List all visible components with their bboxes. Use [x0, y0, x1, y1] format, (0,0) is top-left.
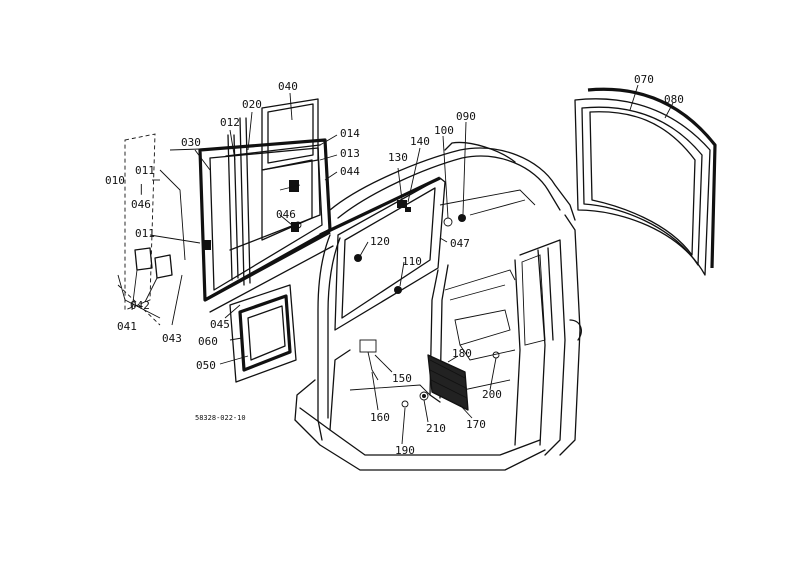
range-separator: | [138, 182, 145, 195]
callout-013: 013 [340, 147, 360, 160]
callout-140: 140 [410, 135, 430, 148]
callout-011-lower: 011 [135, 227, 155, 240]
callout-047: 047 [450, 237, 470, 250]
drawing-number: 58328-022-10 [195, 414, 246, 422]
callout-090: 090 [456, 110, 476, 123]
callout-200: 200 [482, 388, 502, 401]
callout-070: 070 [634, 73, 654, 86]
callout-011-upper: 011 [135, 164, 155, 177]
callout-210: 210 [426, 422, 446, 435]
callout-130: 130 [388, 151, 408, 164]
callout-120: 120 [370, 235, 390, 248]
callout-190: 190 [395, 444, 415, 457]
callout-044: 044 [340, 165, 360, 178]
callout-labels: 040 020 012 030 014 013 044 046 011 010 … [105, 73, 684, 457]
callout-012: 012 [220, 116, 240, 129]
callout-010: 010 [105, 174, 125, 187]
callout-046-lower: 046 [131, 198, 151, 211]
callout-050: 050 [196, 359, 216, 372]
callout-100: 100 [434, 124, 454, 137]
misc-parts [354, 200, 500, 411]
callout-046-upper: 046 [276, 208, 296, 221]
callout-045: 045 [210, 318, 230, 331]
callout-040: 040 [278, 80, 298, 93]
callout-060: 060 [198, 335, 218, 348]
callout-170: 170 [466, 418, 486, 431]
callout-080: 080 [664, 93, 684, 106]
callout-110: 110 [402, 255, 422, 268]
rear-windshield [574, 87, 717, 276]
callout-043: 043 [162, 332, 182, 345]
callout-014: 014 [340, 127, 360, 140]
callout-150: 150 [392, 372, 412, 385]
callout-030: 030 [181, 136, 201, 149]
leader-lines [131, 84, 674, 445]
callout-042: 042 [130, 299, 150, 312]
callout-160: 160 [370, 411, 390, 424]
lower-window [229, 284, 297, 383]
callout-020: 020 [242, 98, 262, 111]
callout-041: 041 [117, 320, 137, 333]
cab-frame [294, 141, 582, 471]
callout-180: 180 [452, 347, 472, 360]
